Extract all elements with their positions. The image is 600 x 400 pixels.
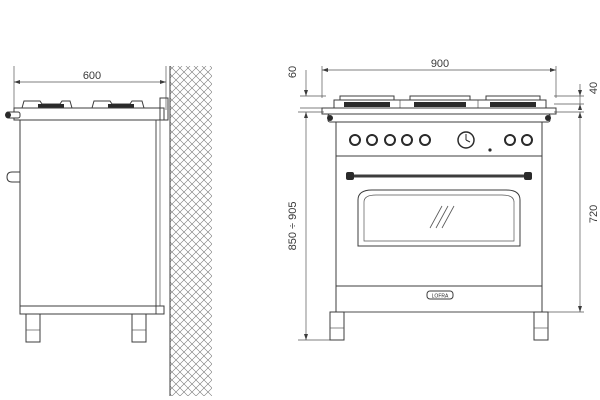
knob-4[interactable] bbox=[401, 134, 413, 146]
indicator-light-icon bbox=[488, 148, 492, 152]
body-height-label: 720 bbox=[588, 205, 600, 223]
side-burner-grates bbox=[14, 100, 164, 109]
side-width-dimension: 600 bbox=[13, 66, 167, 110]
brand-badge-text: LOFRA bbox=[432, 294, 449, 300]
side-hob bbox=[13, 107, 165, 121]
front-view: 900 60 40 850 ÷ 905 bbox=[287, 58, 600, 341]
side-view: 600 bbox=[5, 66, 212, 396]
clock-icon bbox=[457, 131, 475, 149]
front-burner-grates bbox=[333, 95, 547, 109]
front-foot-right bbox=[533, 311, 549, 341]
left-top-label: 60 bbox=[287, 66, 299, 78]
knob-6[interactable] bbox=[504, 134, 516, 146]
side-backguard bbox=[159, 97, 169, 121]
oven-handle[interactable] bbox=[346, 172, 532, 180]
knob-row bbox=[349, 134, 533, 146]
wall-hatch bbox=[170, 66, 212, 396]
knob-1[interactable] bbox=[349, 134, 361, 146]
left-top-dimension: 60 bbox=[287, 66, 326, 109]
knob-5[interactable] bbox=[419, 134, 431, 146]
side-body bbox=[19, 119, 157, 315]
knob-7[interactable] bbox=[521, 134, 533, 146]
brand-badge: LOFRA bbox=[426, 290, 454, 300]
right-top-dimension: 40 bbox=[554, 82, 600, 110]
knob-3[interactable] bbox=[384, 134, 396, 146]
side-foot-front bbox=[25, 313, 41, 343]
right-top-label: 40 bbox=[588, 82, 600, 94]
side-foot-rear bbox=[131, 313, 147, 343]
knob-2[interactable] bbox=[366, 134, 378, 146]
front-width-label: 900 bbox=[431, 58, 449, 70]
side-knob bbox=[5, 111, 21, 119]
side-depth-label: 600 bbox=[83, 70, 101, 82]
front-hob-rail bbox=[327, 113, 551, 123]
body-height-dimension: 720 bbox=[548, 111, 600, 313]
front-width-dimension: 900 bbox=[321, 58, 557, 98]
total-height-label: 850 ÷ 905 bbox=[287, 202, 299, 251]
front-foot-left bbox=[329, 311, 345, 341]
side-handle bbox=[6, 171, 20, 183]
oven-window bbox=[357, 189, 521, 247]
total-height-dimension: 850 ÷ 905 bbox=[287, 111, 330, 341]
front-hob bbox=[321, 107, 557, 115]
